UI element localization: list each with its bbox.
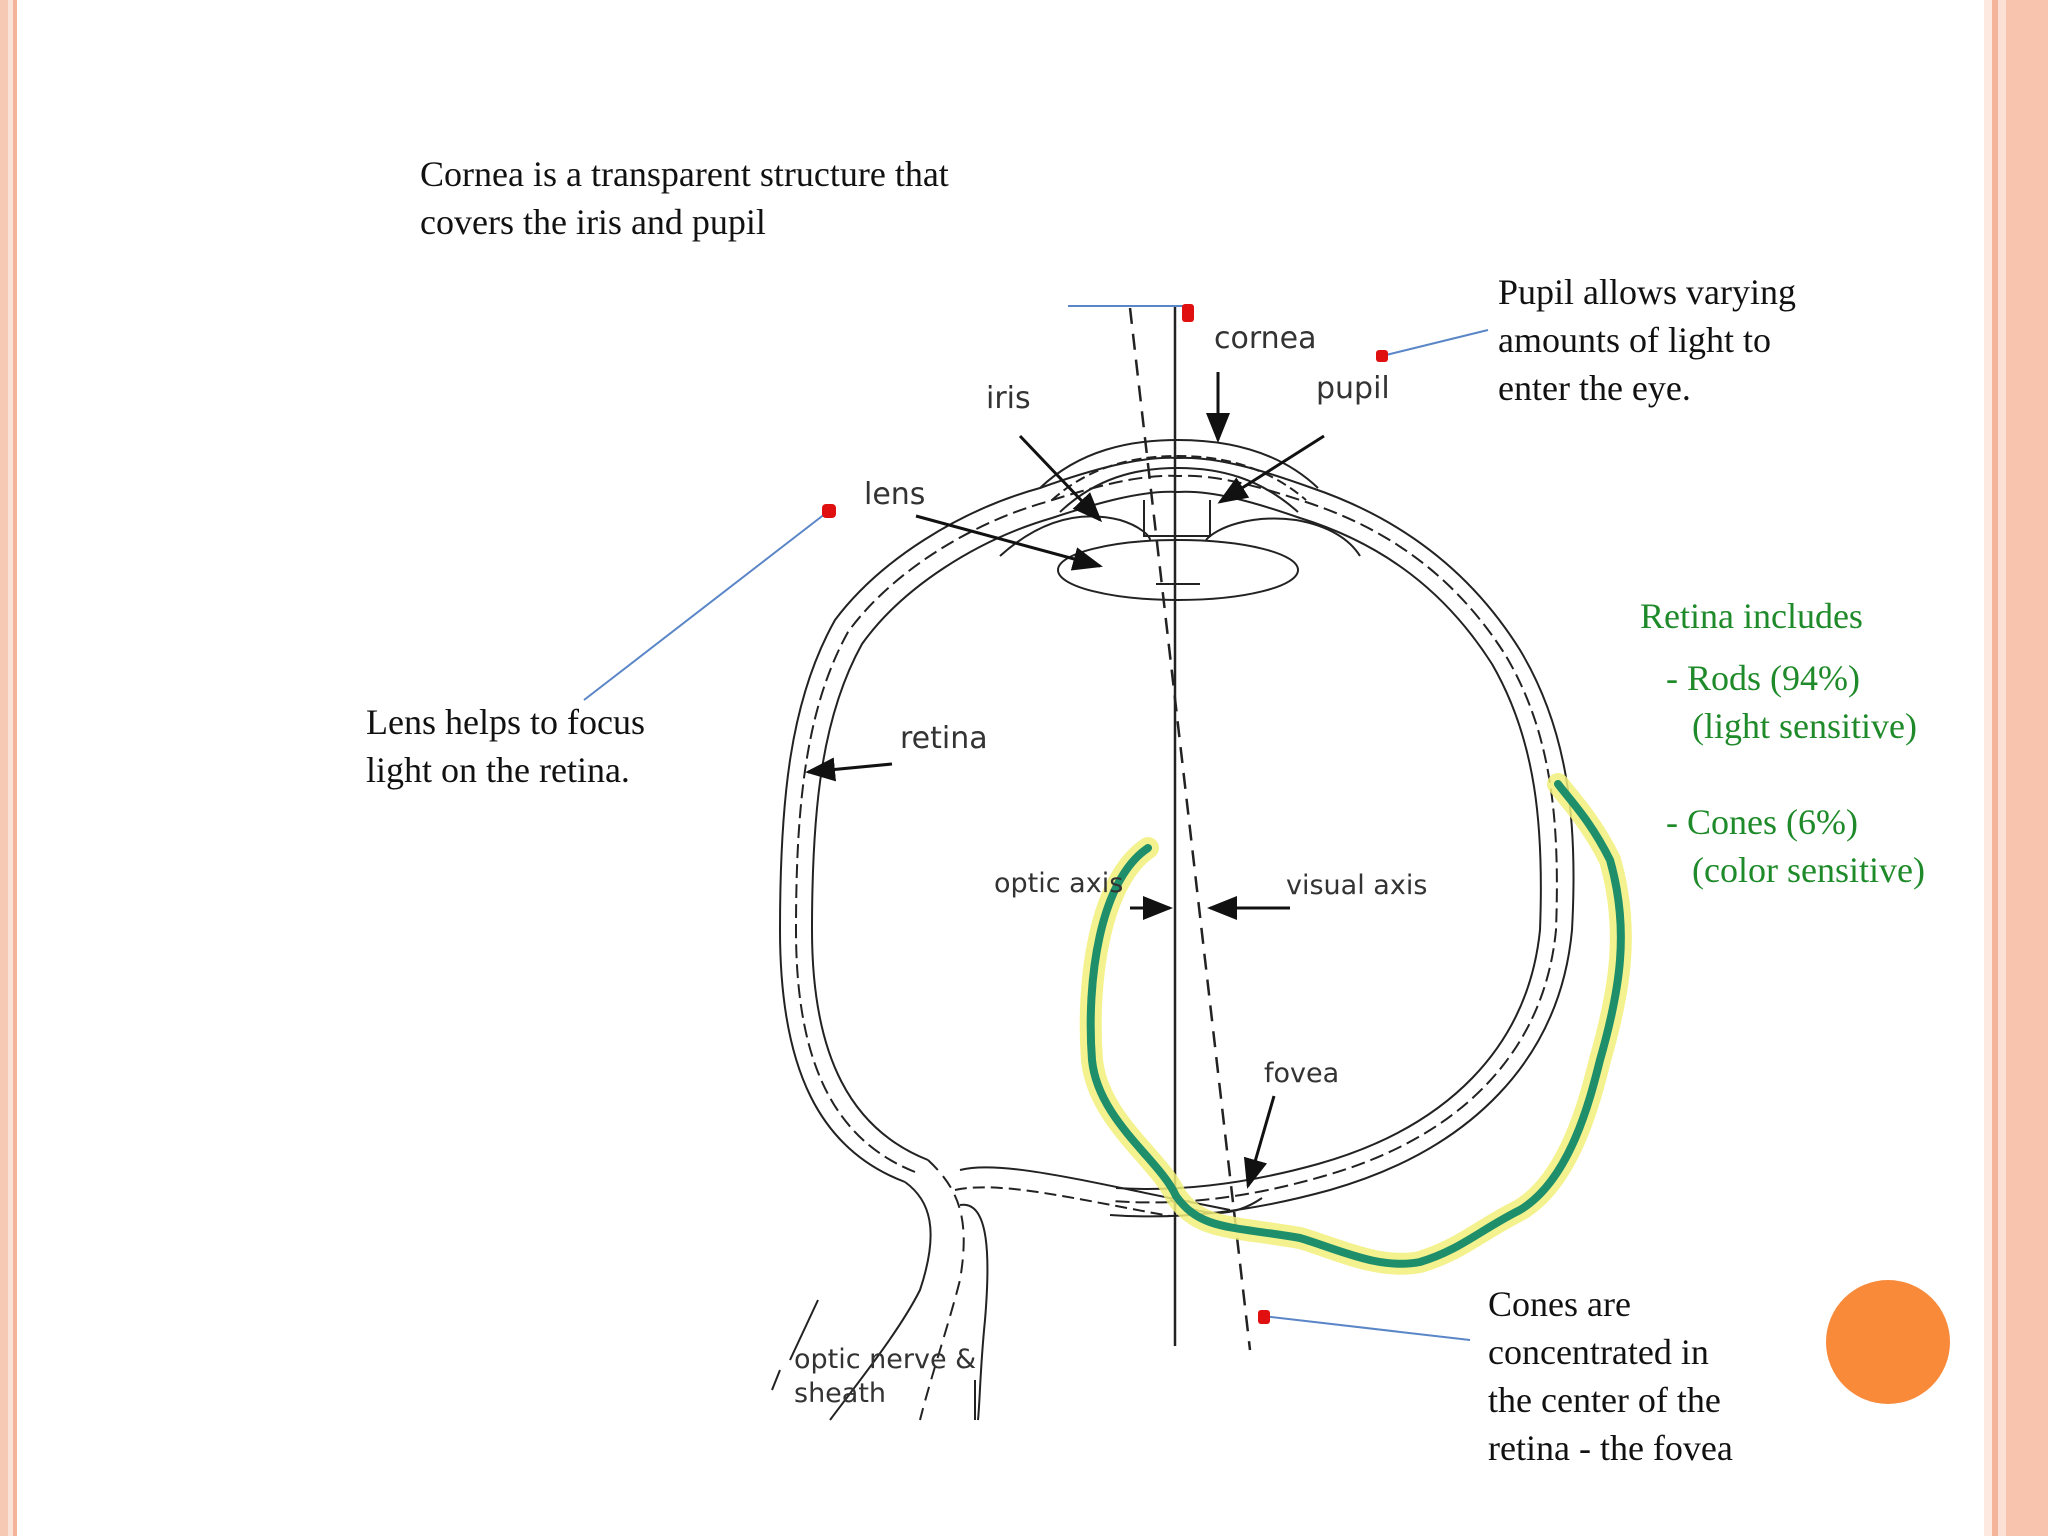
retina-title: Retina includes	[1640, 596, 1863, 636]
rods-line-2: (light sensitive)	[1692, 706, 1917, 746]
label-optic-axis: optic axis	[994, 868, 1123, 899]
visual-axis-line	[1128, 307, 1252, 1351]
label-visual-axis: visual axis	[1286, 870, 1427, 901]
right-border-stripe-light	[1984, 0, 1992, 1536]
decorative-circle	[1826, 1280, 1950, 1404]
left-border-stripe-accent	[13, 0, 17, 1536]
label-fovea: fovea	[1264, 1058, 1339, 1089]
cones-line-2: (color sensitive)	[1692, 850, 1925, 890]
marker-cornea	[1182, 304, 1194, 322]
right-border-stripe-inner	[1998, 0, 2006, 1536]
marker-fovea	[1258, 1310, 1270, 1324]
marker-lens	[822, 504, 836, 518]
left-border-stripe-inner	[8, 0, 13, 1536]
red-markers	[822, 304, 1388, 1324]
eyeball-outline	[771, 438, 1575, 1421]
note-cornea: Cornea is a transparent structure that c…	[420, 154, 949, 242]
marker-pupil	[1376, 350, 1388, 362]
label-lens: lens	[864, 477, 925, 512]
label-pupil: pupil	[1316, 371, 1390, 406]
pointer-lines	[583, 305, 1489, 1341]
note-lens: Lens helps to focus light on the retina.	[366, 702, 645, 790]
note-pupil: Pupil allows varying amounts of light to…	[1498, 272, 1796, 408]
note-fovea: Cones are concentrated in the center of …	[1488, 1284, 1733, 1468]
rods-line-1: - Rods (94%)	[1666, 658, 1860, 698]
label-iris: iris	[986, 381, 1031, 416]
right-border-stripe-accent	[1992, 0, 1998, 1536]
label-arrows	[805, 372, 1325, 1189]
cones-line-1: - Cones (6%)	[1666, 802, 1858, 842]
label-cornea: cornea	[1214, 321, 1317, 356]
label-retina: retina	[900, 721, 988, 756]
right-border-stripe	[2006, 0, 2048, 1536]
label-optic-nerve: optic nerve &	[794, 1344, 976, 1375]
label-sheath: sheath	[794, 1378, 886, 1409]
left-border-stripe	[0, 0, 8, 1536]
retina-highlight-curve	[1086, 780, 1625, 1268]
